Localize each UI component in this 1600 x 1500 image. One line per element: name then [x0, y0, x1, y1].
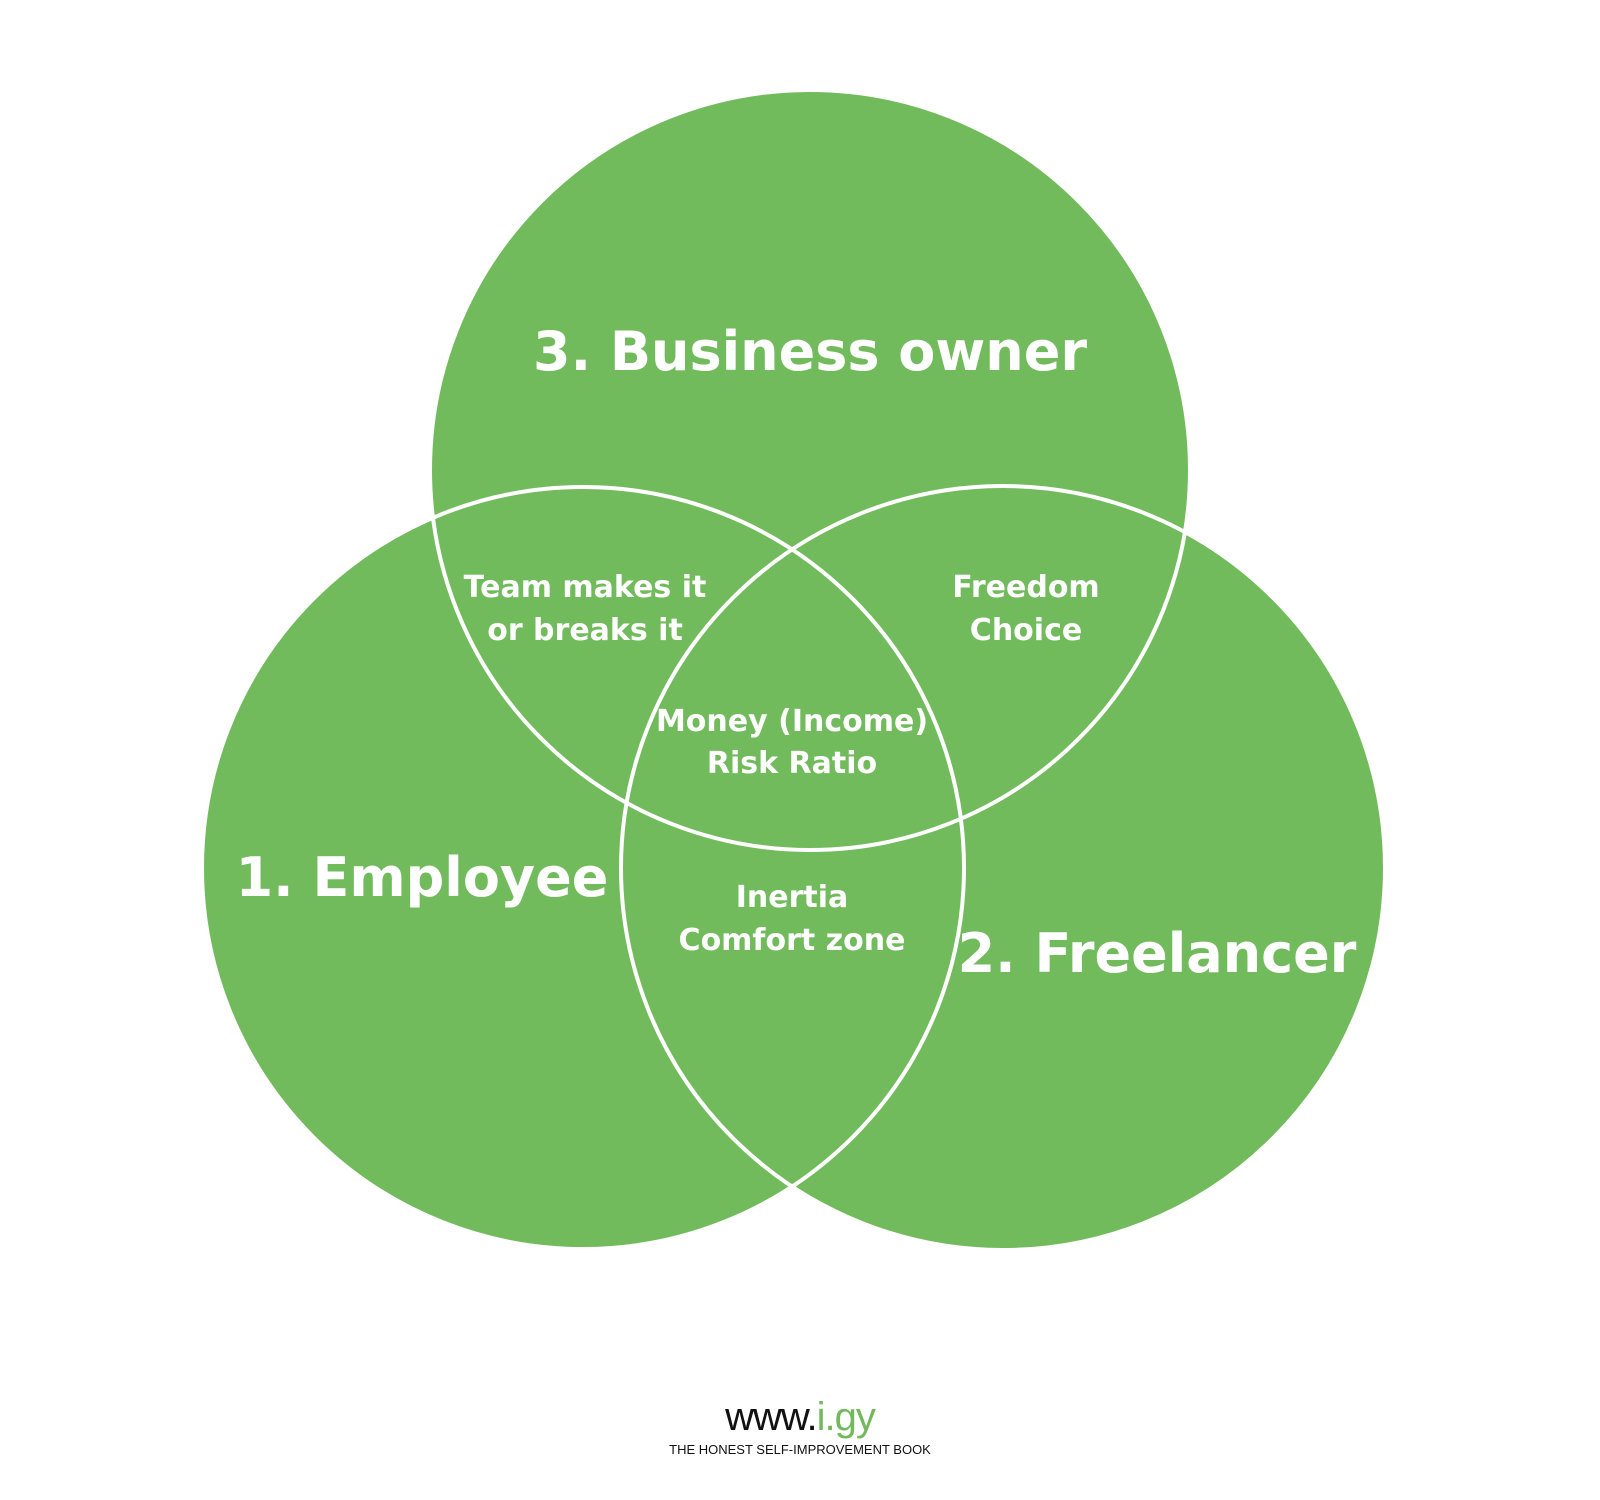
overlap-employee-business-line2: or breaks it [487, 613, 683, 648]
overlap-employee-freelancer-line1: Inertia [736, 880, 849, 915]
circle-business-owner [430, 90, 1190, 850]
url-prefix: www. [725, 1395, 818, 1439]
url-domain: i.gy [816, 1395, 876, 1439]
overlap-business-freelancer-line1: Freedom [952, 570, 1099, 605]
outline-employee [200, 485, 966, 1251]
label-business-owner: 3. Business owner [533, 320, 1087, 383]
footer: www.i.gy THE HONEST SELF-IMPROVEMENT BOO… [0, 1395, 1600, 1457]
overlap-employee-business-line1: Team makes it [464, 570, 707, 605]
overlap-employee-freelancer-line2: Comfort zone [679, 923, 906, 958]
overlap-center-line2: Risk Ratio [707, 746, 877, 781]
label-employee: 1. Employee [236, 846, 609, 909]
footer-tagline: THE HONEST SELF-IMPROVEMENT BOOK [669, 1442, 931, 1457]
overlap-center-line1: Money (Income) [656, 704, 928, 739]
outline-business-owner [428, 88, 1192, 852]
footer-url[interactable]: www.i.gy [0, 1395, 1600, 1440]
outline-freelancer [619, 484, 1387, 1252]
label-freelancer: 2. Freelancer [958, 922, 1357, 985]
overlap-business-freelancer-line2: Choice [970, 613, 1082, 648]
